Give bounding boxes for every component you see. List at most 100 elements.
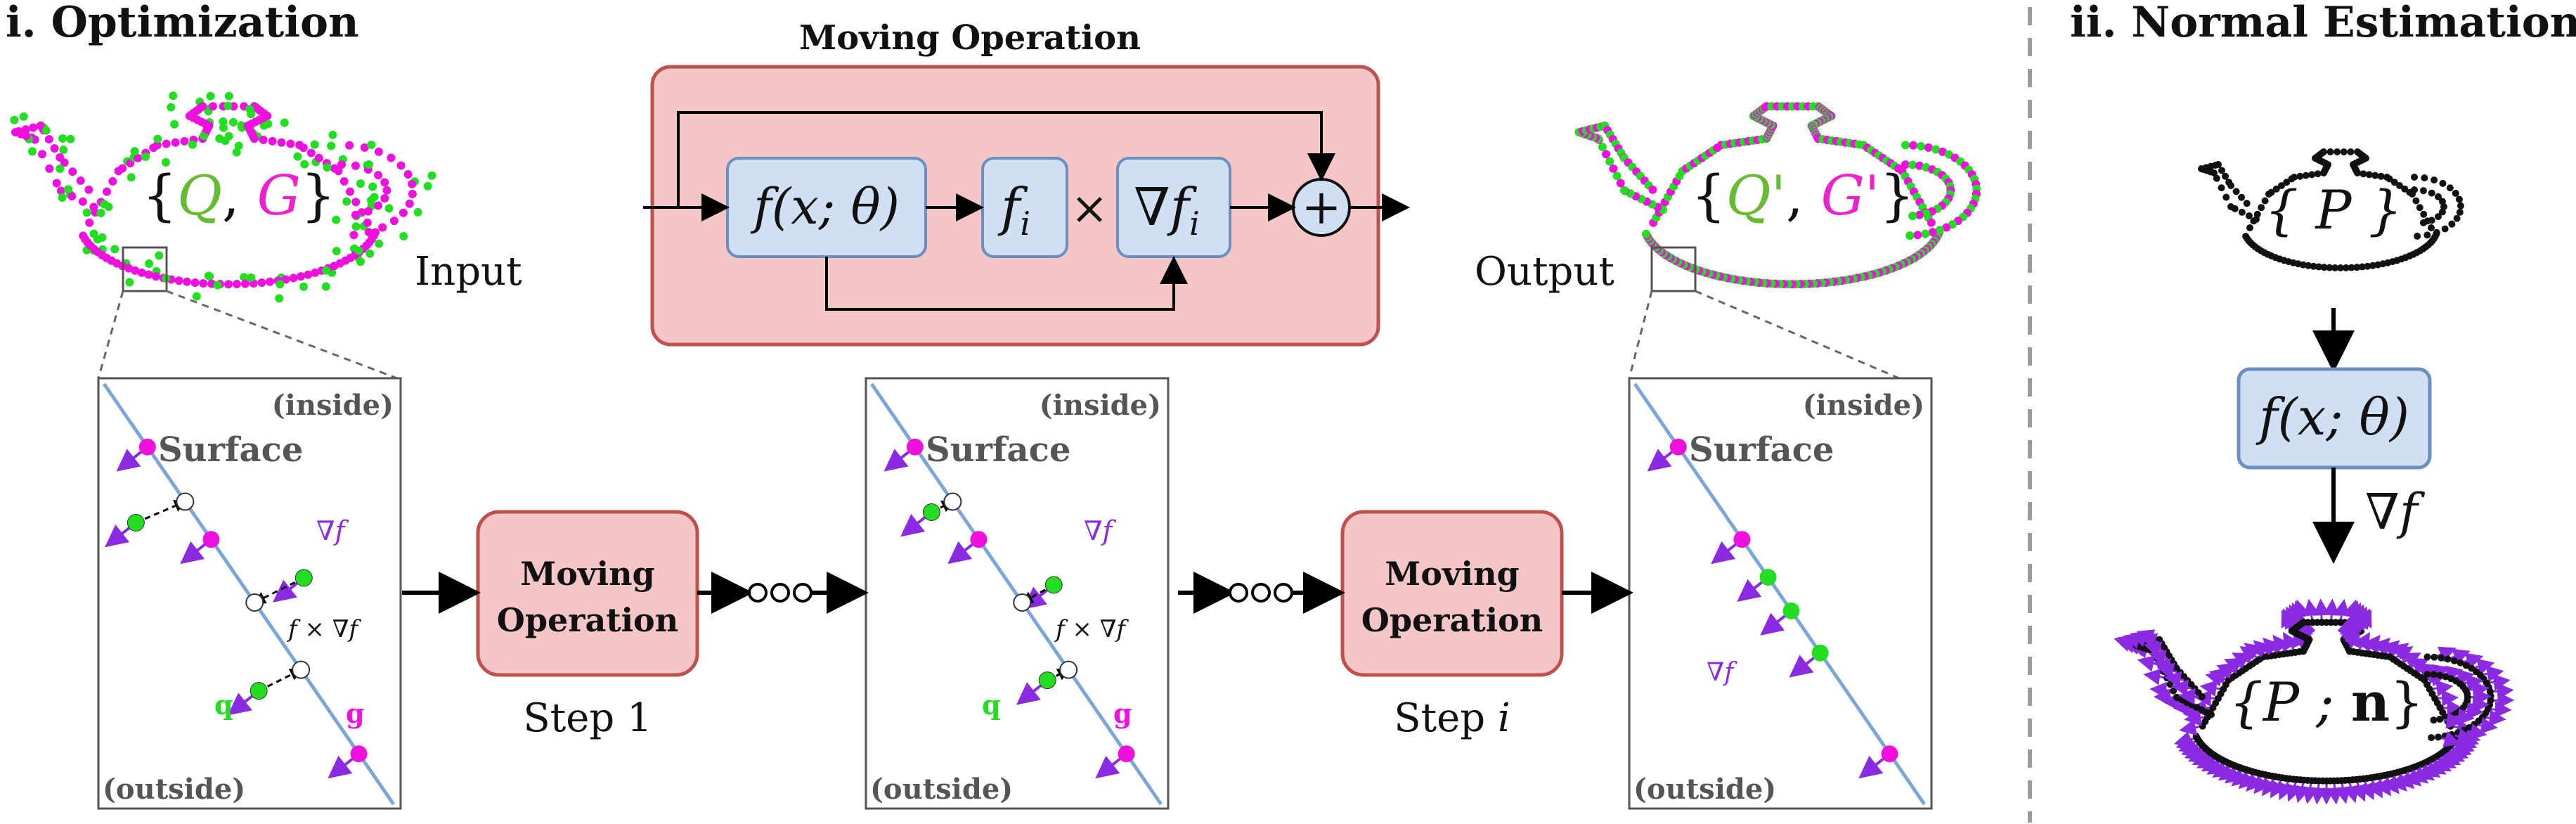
point bbox=[2428, 734, 2435, 742]
gt-point bbox=[68, 167, 77, 176]
gt-point bbox=[970, 531, 988, 548]
grad-label: ∇f bbox=[1084, 515, 1117, 546]
noisy-point bbox=[332, 247, 341, 256]
gt-point bbox=[405, 199, 414, 208]
output-point bbox=[1935, 226, 1944, 235]
output-point bbox=[1927, 218, 1936, 227]
noisy-point bbox=[322, 266, 331, 275]
input-point bbox=[2267, 188, 2275, 196]
normal-network-label: f(x; θ) bbox=[2255, 387, 2409, 446]
gt-point bbox=[44, 135, 53, 144]
output-teapot-points bbox=[1574, 102, 1981, 289]
query-point bbox=[1038, 671, 1056, 690]
moving-operation-arrows bbox=[643, 111, 1410, 311]
input-point bbox=[2448, 220, 2456, 228]
q-label: q bbox=[214, 689, 233, 721]
point bbox=[2192, 733, 2200, 740]
normal-grad-label: ∇f bbox=[2365, 483, 2426, 541]
gt-point bbox=[85, 218, 94, 227]
gt-point bbox=[374, 171, 383, 180]
input-point bbox=[2353, 264, 2361, 271]
noisy-point bbox=[384, 204, 394, 213]
gt-point bbox=[138, 438, 156, 456]
output-label: Output bbox=[1475, 249, 1614, 295]
input-point bbox=[2232, 188, 2240, 195]
gt-point bbox=[60, 158, 69, 167]
projected-point bbox=[1013, 593, 1032, 612]
noisy-point bbox=[219, 123, 228, 132]
point bbox=[2173, 693, 2180, 701]
gt-point bbox=[67, 192, 77, 201]
input-point bbox=[2358, 263, 2366, 271]
point bbox=[2457, 659, 2464, 667]
input-point bbox=[2428, 217, 2435, 224]
noisy-point bbox=[219, 117, 228, 126]
moving-operation-step1-box bbox=[476, 510, 699, 677]
noisy-point bbox=[247, 110, 256, 119]
output-point bbox=[1619, 186, 1629, 195]
noisy-point bbox=[104, 202, 113, 212]
gt-point bbox=[1118, 745, 1135, 763]
point bbox=[2423, 653, 2431, 661]
normal-p-set: { P } bbox=[2265, 179, 2402, 241]
grad-label: ∇f bbox=[316, 515, 349, 546]
noisy-point bbox=[19, 112, 28, 121]
optimization-title: i. Optimization bbox=[6, 0, 359, 47]
input-point bbox=[2457, 202, 2464, 210]
gt-point bbox=[337, 160, 346, 169]
projected-point bbox=[292, 660, 311, 679]
input-point bbox=[2315, 263, 2323, 271]
gt-point bbox=[232, 280, 241, 289]
gt-point bbox=[257, 278, 266, 287]
gt-point bbox=[364, 228, 373, 237]
output-zoom-line-left bbox=[1628, 290, 1653, 379]
gt-point bbox=[208, 102, 217, 111]
gt-point bbox=[56, 186, 65, 195]
gt-point bbox=[153, 141, 162, 150]
input-point bbox=[2340, 148, 2348, 155]
noisy-point bbox=[354, 246, 363, 255]
input-point bbox=[2227, 203, 2234, 210]
inside-label: (inside) bbox=[1040, 389, 1161, 422]
input-point bbox=[2342, 264, 2350, 271]
input-point bbox=[2253, 216, 2260, 223]
input-point bbox=[2291, 174, 2298, 181]
input-point bbox=[2390, 179, 2398, 186]
noisy-point bbox=[275, 294, 284, 303]
noisy-point bbox=[232, 148, 241, 157]
output-point bbox=[1908, 212, 1917, 221]
input-point bbox=[2278, 182, 2285, 189]
input-point bbox=[2423, 231, 2431, 239]
gt-point bbox=[78, 197, 87, 206]
gt-point bbox=[137, 268, 146, 277]
normal-output-teapot bbox=[2114, 598, 2515, 805]
noisy-point bbox=[170, 120, 179, 129]
step1-moving-line1: Moving bbox=[520, 555, 654, 593]
point bbox=[2435, 733, 2442, 741]
gt-point bbox=[351, 161, 360, 170]
input-point bbox=[2456, 208, 2464, 216]
gt-point bbox=[374, 147, 383, 156]
noisy-point bbox=[130, 147, 139, 156]
input-point bbox=[2453, 214, 2461, 222]
gt-point bbox=[281, 275, 290, 284]
noisy-point bbox=[41, 126, 51, 135]
noisy-point bbox=[63, 185, 72, 194]
noisy-point bbox=[351, 222, 361, 231]
input-point bbox=[2434, 193, 2442, 200]
gt-point bbox=[174, 276, 183, 285]
input-point bbox=[2419, 219, 2427, 226]
noisy-point bbox=[127, 173, 136, 182]
noisy-point bbox=[59, 146, 68, 155]
outside-label: (outside) bbox=[870, 773, 1013, 806]
moving-operation-stepi-box bbox=[1340, 510, 1564, 677]
gt-point bbox=[21, 125, 30, 134]
output-point bbox=[1928, 228, 1937, 237]
input-point bbox=[2258, 204, 2265, 212]
gt-point bbox=[363, 207, 373, 216]
input-point bbox=[2412, 197, 2420, 205]
noisy-point bbox=[192, 292, 201, 301]
input-point bbox=[2337, 264, 2344, 271]
noisy-point bbox=[93, 235, 102, 244]
